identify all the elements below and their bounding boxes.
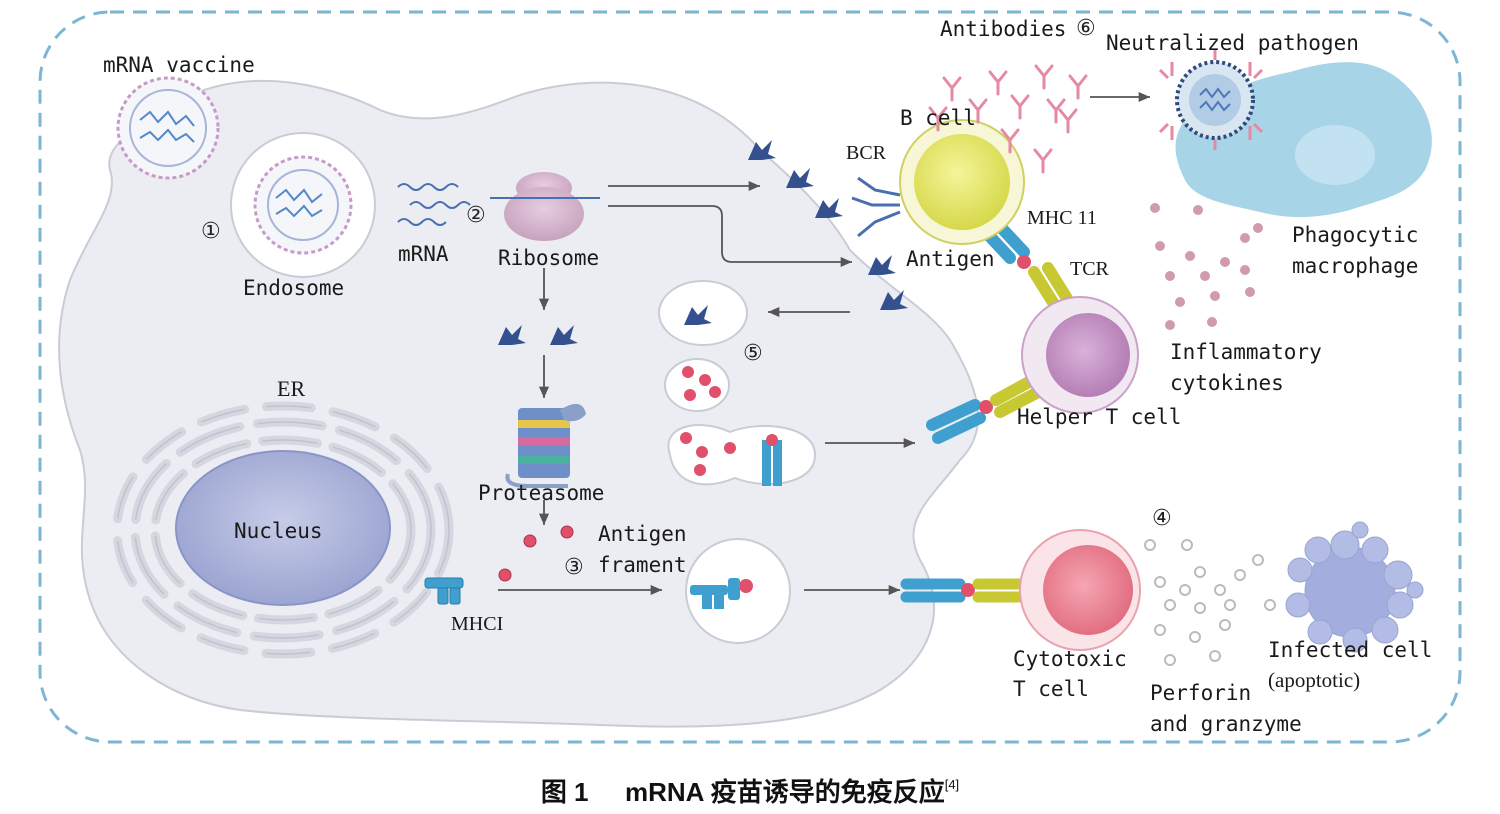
nucleus [175,450,391,606]
figure-caption: 图 1 mRNA 疫苗诱导的免疫反应[4] [0,778,1500,805]
label-perforin: Perforin [1150,681,1252,705]
label-helper-t-cell: Helper T cell [1017,405,1182,429]
caption-ref: [4] [944,777,960,792]
label-endosome: Endosome [243,276,345,300]
label-antigen: Antigen [906,247,995,271]
label-proteasome: Proteasome [478,481,605,505]
bcr-receptor [851,176,901,238]
dashed-border [38,10,1462,744]
ribosome [490,172,600,241]
step-3-marker: ③ [564,555,584,580]
label-mrna: mRNA [398,242,449,266]
vesicle-fragments [664,358,730,412]
endosome [230,132,376,278]
label-b-cell: B cell [900,106,976,130]
step-5-marker: ⑤ [743,341,763,366]
label-cytokines: cytokines [1170,371,1284,395]
inflammatory-cytokines [1150,203,1263,330]
label-antigen-fragment-2: frament [598,553,687,577]
caption-prefix: 图 1 [540,777,589,807]
perforin-granzyme [1144,539,1276,666]
er-inner-lines [116,405,450,655]
label-ribosome: Ribosome [498,246,600,270]
step-1-marker: ① [201,219,221,244]
antigen-fragments [498,525,574,582]
label-mhci: MHCI [451,613,504,635]
label-antigen-fragment-1: Antigen [598,522,687,546]
label-apoptotic: (apoptotic) [1268,668,1361,692]
b-cell [899,119,1025,245]
label-inflammatory: Inflammatory [1170,340,1322,364]
helper-t-cell [1021,296,1139,414]
macrophage-nucleus [1295,125,1375,185]
step-2-marker: ② [466,203,486,228]
caption-text: mRNA 疫苗诱导的免疫反应 [624,777,945,807]
label-cytotoxic: Cytotoxic [1013,647,1127,671]
label-mhc-ii: MHC 11 [1027,207,1097,229]
infected-apoptotic-cell [1285,521,1424,653]
cytotoxic-t-cell [1019,529,1141,651]
vesicle-mhci [685,538,791,644]
label-granzyme: and granzyme [1150,712,1302,736]
step-4-marker: ④ [1152,506,1172,531]
mhci-tcr-cytotoxic [900,578,1030,603]
label-macrophage: macrophage [1292,254,1419,278]
label-t-cell: T cell [1013,677,1089,701]
label-nucleus: Nucleus [234,519,323,543]
vesicle-antigen [658,280,748,346]
mrna-vaccine-particle [116,76,220,180]
mrna-strands [397,183,471,226]
label-bcr: BCR [846,142,887,164]
label-phagocytic: Phagocytic [1292,223,1419,247]
antibodies [928,64,1088,174]
antigen-proteins [498,140,908,345]
pathogen-virus [1158,50,1264,150]
label-er: ER [277,376,306,401]
antigen-presenting-cell [58,79,980,728]
label-neutralized-pathogen: Neutralized pathogen [1106,31,1359,55]
mhci-complex [424,577,464,605]
vesicle-mhcii [667,424,817,486]
proteasome [505,403,586,488]
label-tcr: TCR [1070,258,1109,280]
label-mrna-vaccine: mRNA vaccine [103,53,255,77]
step-6-marker: ⑥ [1076,16,1096,41]
ribosome-arrows [498,91,1150,596]
label-infected-cell: Infected cell [1268,638,1433,662]
label-antibodies: Antibodies [940,17,1067,41]
